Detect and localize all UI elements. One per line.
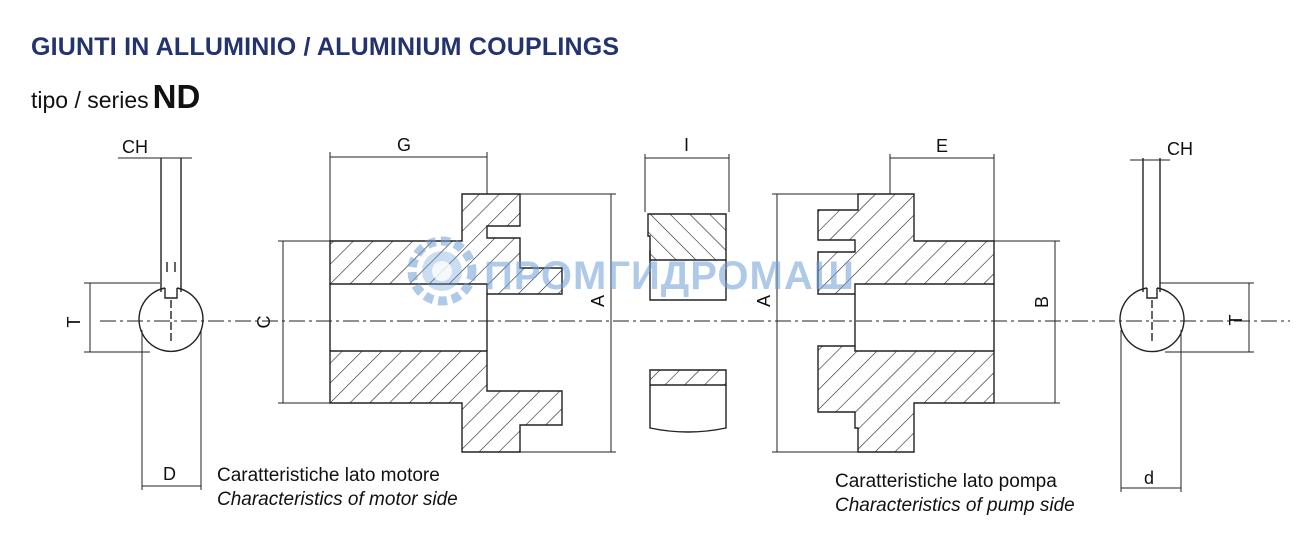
d-label-pump: d [1144, 468, 1154, 488]
motor-caption-italian: Caratteristiche lato motore [217, 465, 440, 486]
gear-icon [407, 236, 477, 306]
e-label: E [936, 136, 948, 156]
motor-shaft-end-view [84, 157, 204, 490]
pump-caption-italian: Caratteristiche lato pompa [835, 471, 1057, 492]
pump-side-caption: Caratteristiche lato pompa Characteristi… [835, 470, 1075, 518]
watermark-text: ПРОМГИДРОМАШ [484, 254, 855, 298]
page-title: GIUNTI IN ALLUMINIO / ALUMINIUM COUPLING… [31, 33, 620, 61]
c-label: C [254, 316, 274, 329]
series-prefix: tipo / series [31, 87, 149, 113]
pump-caption-english: Characteristics of pump side [835, 495, 1075, 516]
watermark-logo: ПРОМГИДРОМАШ [407, 236, 855, 306]
a-label-right: A [754, 295, 774, 307]
ch-label-left: CH [122, 137, 148, 157]
i-label: I [684, 135, 689, 155]
pump-shaft-end-view [1119, 158, 1254, 492]
motor-caption-english: Characteristics of motor side [217, 489, 458, 510]
t-label-right: T [1226, 315, 1246, 326]
motor-side-caption: Caratteristiche lato motore Characterist… [217, 464, 458, 512]
t-label-left: T [64, 317, 84, 328]
d-label-motor: D [163, 464, 176, 484]
pump-hub-section [772, 154, 1060, 453]
b-label: B [1032, 296, 1052, 308]
g-label: G [397, 135, 411, 155]
series-code: ND [152, 78, 201, 115]
ch-label-right: CH [1167, 139, 1193, 159]
elastic-spider-section [644, 154, 730, 433]
a-label-left: A [588, 295, 608, 307]
